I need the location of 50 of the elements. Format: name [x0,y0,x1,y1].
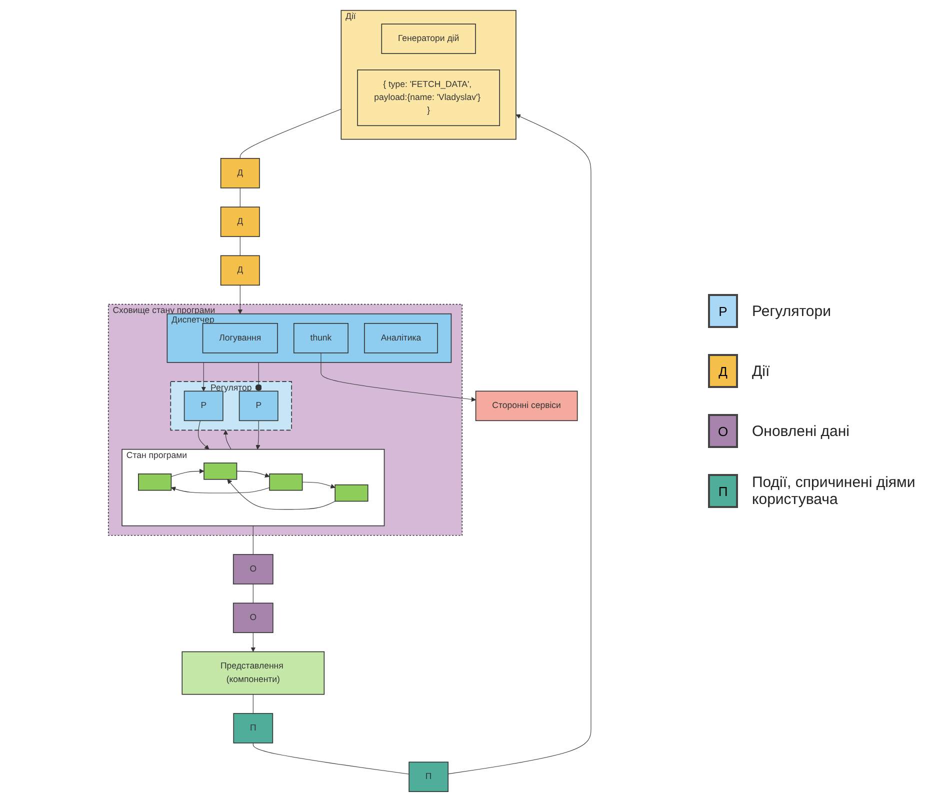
node-box: Р [184,390,224,422]
arrow [448,114,592,774]
node-box: Аналітика [364,323,438,354]
node-box: thunk [294,323,349,354]
node-box: Д [220,255,260,286]
legend-swatch: О [708,414,738,448]
arrow [224,430,232,450]
node-box: Д [220,206,260,237]
connector [253,584,254,604]
legend-text: Оновлені дані [752,422,850,440]
legend-text: Регулятори [752,302,831,320]
node-box [138,474,172,491]
arrow [198,420,210,450]
arrow [256,420,261,450]
arrow [302,482,336,488]
node-box: П [408,762,449,792]
connector [253,526,254,555]
node-box: Логування [202,323,278,354]
node-box: { type: 'FETCH_DATA', payload:{name: 'Vladyslav'} } [357,70,500,126]
node-box: Д [220,158,260,188]
arrow [236,470,270,478]
node-box: О [233,554,274,584]
arrow [321,352,476,402]
node-box [269,474,304,491]
node-box [335,484,369,502]
arrow [171,468,204,477]
connector [240,188,241,208]
arrow [227,479,336,510]
node-box: Генератори дій [382,24,476,54]
connector [240,108,342,159]
connector [256,362,262,392]
legend-swatch: Д [708,354,738,388]
node-box: Р [239,390,279,422]
arrow [238,284,243,314]
connector [253,742,410,774]
node-box [204,462,238,480]
arrow [251,632,256,652]
arrow [171,486,270,494]
node-box: Сторонні сервіси [476,390,578,422]
connector [253,694,254,714]
connector [240,236,241,256]
arrow [202,362,206,392]
legend-swatch: П [708,474,738,508]
legend-swatch: Р [708,294,738,328]
legend-text: Дії [752,362,770,380]
node-box: П [234,713,274,744]
legend-text: Події, спричинені діями користувача [752,474,916,508]
cluster: Стан програми [122,448,385,526]
node-box: Представлення (компоненти) [182,651,325,695]
node-box: О [233,602,274,634]
